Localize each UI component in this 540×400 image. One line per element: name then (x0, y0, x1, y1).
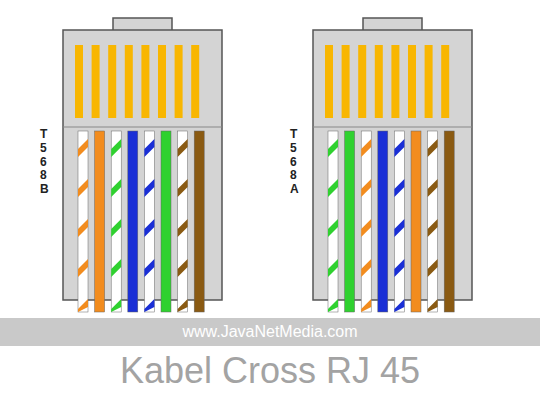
standard-name: T568B (40, 128, 47, 197)
wire-stripe (111, 179, 121, 197)
contact-pin (358, 45, 366, 118)
wire (345, 131, 355, 312)
contact-pin (158, 45, 166, 118)
wire (444, 131, 454, 312)
caption: Kabel Cross RJ 45 (0, 350, 540, 392)
contact-pins (75, 45, 449, 118)
standard-label: T568A (290, 128, 297, 197)
wire-stripe (178, 179, 188, 197)
wire-stripe (111, 219, 121, 237)
wire (394, 131, 404, 312)
wire-stripe (428, 219, 438, 237)
wire-stripe (178, 139, 188, 157)
wire-stripe (361, 139, 371, 157)
wire-stripe (361, 179, 371, 197)
wire-stripe (78, 179, 88, 197)
wire-stripe (144, 259, 154, 277)
wire-stripe (328, 259, 338, 277)
wire-stripe (428, 139, 438, 157)
wire-stripe (394, 139, 404, 157)
wire (78, 131, 88, 312)
wire (128, 131, 138, 312)
wire (178, 131, 188, 312)
wire-stripe (78, 219, 88, 237)
wire-stripe (111, 299, 121, 312)
wire-set (78, 131, 454, 312)
wire-stripe (428, 179, 438, 197)
wire-stripe (144, 299, 154, 312)
url-band: www.JavaNetMedia.com (0, 318, 540, 346)
wire-stripe (394, 179, 404, 197)
website-url: www.JavaNetMedia.com (182, 323, 357, 341)
wire-stripe (394, 299, 404, 312)
wire-stripe (78, 139, 88, 157)
wire-stripe (428, 299, 438, 312)
wire-stripe (361, 259, 371, 277)
wire-stripe (178, 259, 188, 277)
wire-stripe (328, 219, 338, 237)
contact-pin (75, 45, 83, 118)
contact-pin (191, 45, 199, 118)
contact-pin (125, 45, 133, 118)
contact-pin (141, 45, 149, 118)
wire-stripe (144, 139, 154, 157)
contact-pin (375, 45, 383, 118)
contact-pin (425, 45, 433, 118)
wire-stripe (394, 259, 404, 277)
wire (144, 131, 154, 312)
wire (161, 131, 171, 312)
contact-pin (108, 45, 116, 118)
wire-stripe (328, 179, 338, 197)
standard-label: T568B (40, 128, 47, 197)
wire-stripe (178, 299, 188, 312)
wire-stripe (361, 299, 371, 312)
wire-stripe (328, 299, 338, 312)
standard-name: T568A (290, 128, 297, 197)
wire-stripe (144, 219, 154, 237)
wire-stripe (178, 219, 188, 237)
wire (95, 131, 105, 312)
contact-pin (391, 45, 399, 118)
wire (378, 131, 388, 312)
wire (194, 131, 204, 312)
wire-stripe (111, 139, 121, 157)
contact-pin (408, 45, 416, 118)
wire-stripe (111, 259, 121, 277)
contact-pin (441, 45, 449, 118)
wire-stripe (78, 299, 88, 312)
contact-pin (92, 45, 100, 118)
contact-pin (325, 45, 333, 118)
wire-stripe (428, 259, 438, 277)
contact-pin (175, 45, 183, 118)
wire-stripe (144, 179, 154, 197)
wire (411, 131, 421, 312)
wire (361, 131, 371, 312)
wire-stripe (78, 259, 88, 277)
wire-stripe (394, 219, 404, 237)
wire-stripe (361, 219, 371, 237)
wire (111, 131, 121, 312)
wire-stripe (328, 139, 338, 157)
wire (328, 131, 338, 312)
wire (428, 131, 438, 312)
contact-pin (342, 45, 350, 118)
